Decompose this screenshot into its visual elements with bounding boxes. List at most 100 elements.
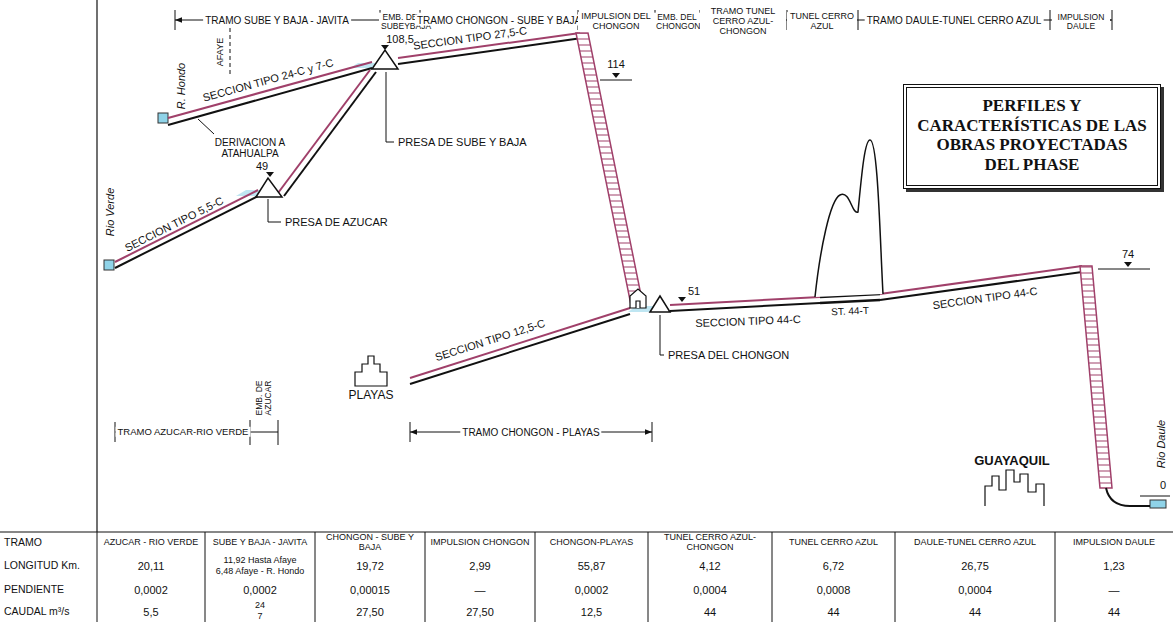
- dam: [372, 50, 398, 69]
- table-cell: 27,50: [318, 605, 422, 617]
- profile-label: AFAYE: [216, 38, 226, 66]
- dimension-line: [115, 10, 1112, 445]
- table-grid: [97, 532, 1055, 622]
- profile-label: 74: [1122, 248, 1134, 260]
- section-label: IMPULSION DAULE: [1052, 13, 1110, 32]
- table-cell: CAUDAL m³/s: [4, 606, 70, 618]
- water-source: [1150, 500, 1166, 508]
- dimension-line: [115, 420, 278, 445]
- level-mark: [678, 297, 686, 302]
- river-outlet: [1106, 488, 1150, 506]
- table-cell: 27,50: [428, 605, 532, 617]
- table-cell: 44: [1058, 605, 1170, 617]
- table-cell: 2,99: [428, 560, 532, 572]
- water-source: [104, 260, 114, 270]
- table-cell: CHONGON-PLAYAS: [538, 538, 645, 548]
- tunnel: [820, 300, 880, 303]
- canal-upper: [115, 190, 258, 262]
- table-cell: —: [428, 583, 532, 595]
- profile-label: DERIVACION A ATAHUALPA: [204, 137, 296, 159]
- canal-lower: [284, 72, 376, 196]
- city-icon: [355, 356, 387, 386]
- table-cell: AZUCAR - RIO VERDE: [100, 538, 202, 548]
- table-cell: CHONGON - SUBE Y BAJA: [318, 533, 422, 553]
- table-cell: 5,5: [100, 605, 202, 617]
- table-cell: 26,75: [898, 560, 1052, 572]
- leader-line: [198, 28, 664, 355]
- table-cell: TUNEL CERRO AZUL: [775, 538, 892, 548]
- profile-label: SECCION TIPO 44-C: [932, 285, 1038, 311]
- table-cell: DAULE-TUNEL CERRO AZUL: [898, 538, 1052, 548]
- section-label: TRAMO DAULE-TUNEL CERRO AZUL: [865, 15, 1044, 26]
- profile-label: 0: [1160, 479, 1166, 491]
- section-label: EMB. DEL CHONGON: [654, 13, 700, 32]
- section-label: EMB. DE AZUCAR: [255, 375, 274, 421]
- level-mark: [612, 73, 620, 78]
- section-label: TUNEL CERRO AZUL: [787, 12, 857, 32]
- leader-line: [230, 28, 231, 76]
- section-label: TRAMO CHONGON - SUBE Y BAJA: [415, 15, 583, 26]
- dam: [256, 50, 670, 312]
- canal-upper: [880, 266, 1082, 294]
- level-mark: [1124, 262, 1132, 267]
- table-cell: 44: [898, 605, 1052, 617]
- profile-label: GUAYAQUIL: [974, 454, 1050, 468]
- table-cell: 1,23: [1058, 560, 1170, 572]
- dam: [256, 178, 282, 197]
- section-label: TRAMO TUNEL CERRO AZUL-CHONGON: [700, 7, 786, 37]
- table-cell: —: [1058, 583, 1170, 595]
- table-cell: 12,5: [538, 605, 645, 617]
- section-label: IMPULSION DEL CHONGON: [578, 12, 654, 32]
- title-box: PERFILES Y CARACTERÍSTICAS DE LAS OBRAS …: [903, 84, 1161, 189]
- profile-label: 49: [256, 160, 268, 172]
- frame-line: [0, 531, 1173, 532]
- pressure-pipe: [1080, 266, 1112, 488]
- profile-label: PRESA DE SUBE Y BAJA: [398, 136, 527, 148]
- canal-upper: [278, 70, 370, 193]
- table-cell: TRAMO: [4, 537, 42, 549]
- pump-house: [630, 289, 646, 308]
- level-mark: [1098, 269, 1150, 270]
- level-mark: [381, 45, 389, 50]
- table-cell: LONGITUD Km.: [4, 560, 80, 572]
- city-icon: [985, 470, 1044, 506]
- mountain: [815, 140, 883, 297]
- profile-label: PRESA DE AZUCAR: [285, 216, 388, 228]
- frame-line: [0, 0, 1173, 532]
- profile-label: Rio Verde: [104, 188, 116, 237]
- canal-lower: [670, 303, 820, 311]
- table-cell: 44: [775, 605, 892, 617]
- profile-label: SECCION TIPO 44-C: [695, 313, 801, 329]
- table-cell: SUBE Y BAJA - JAVITA: [208, 538, 312, 548]
- dimension-line: [410, 422, 652, 442]
- leader-line: [198, 119, 214, 134]
- pump-house: [636, 301, 640, 308]
- table-cell: 0,0004: [651, 583, 769, 595]
- profile-label: 51: [688, 285, 700, 297]
- water-source: [158, 113, 168, 123]
- profile-label: 114: [607, 58, 625, 70]
- dimension-line: [250, 432, 278, 433]
- mountain: [815, 140, 883, 297]
- level-mark: [266, 172, 274, 177]
- canal-lower: [115, 196, 258, 268]
- section-label: TRAMO SUBE Y BAJA - JAVITA: [203, 15, 351, 26]
- level-mark: [266, 45, 1170, 496]
- table-cell: 55,87: [538, 560, 645, 572]
- table-cell: 7: [208, 612, 312, 622]
- table-cell: IMPULSION CHONGON: [428, 538, 532, 548]
- canal-lower: [410, 314, 630, 384]
- profile-label: R. Hondo: [175, 63, 187, 109]
- level-mark: [1140, 496, 1170, 497]
- profile-label: PRESA DEL CHONGON: [668, 349, 789, 361]
- table-cell: 6,72: [775, 560, 892, 572]
- table-cell: 0,0004: [898, 583, 1052, 595]
- leader-line: [268, 199, 281, 222]
- table-cell: 0,0002: [100, 583, 202, 595]
- table-cell: IMPULSION DAULE: [1058, 538, 1170, 548]
- table-cell: 0,0002: [538, 583, 645, 595]
- title-text: PERFILES Y CARACTERÍSTICAS DE LAS OBRAS …: [917, 96, 1147, 174]
- dam: [650, 296, 670, 312]
- profile-label: Rio Daule: [1155, 420, 1167, 468]
